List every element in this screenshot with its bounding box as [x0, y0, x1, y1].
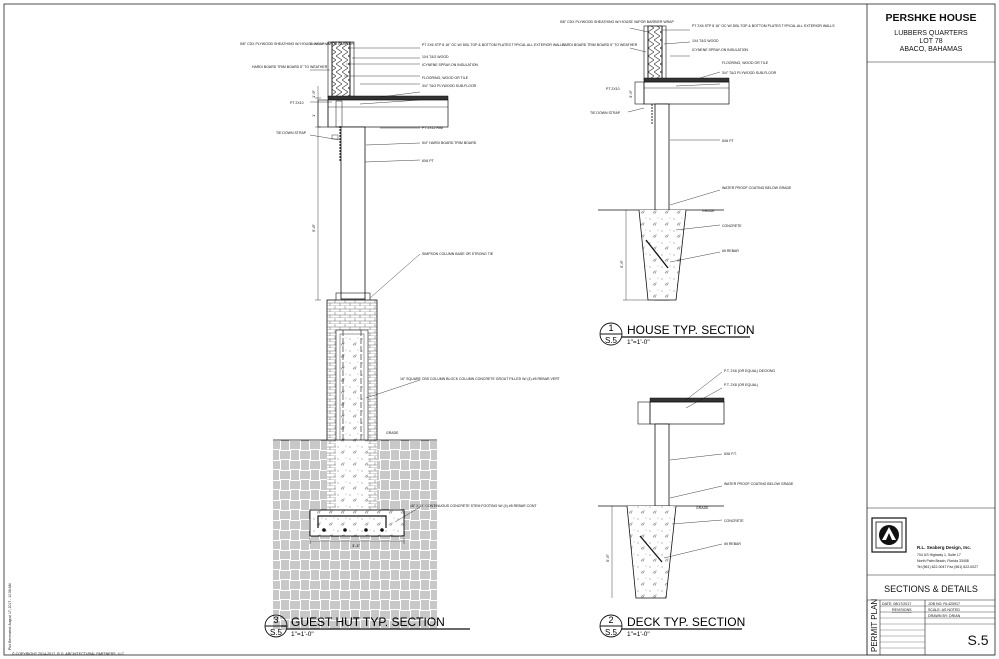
revisions-header: REVISIONS — [892, 608, 912, 612]
copyright: © COPYRIGHT 2014-2017, R.G. ARCHITECTURA… — [12, 652, 125, 656]
guest-note: ICYNENE SPRAY-ON INSULATION — [422, 63, 478, 67]
deck-note: WATER PROOF COATING BELOW GRADE — [724, 482, 794, 486]
guest-section-num: 3 — [273, 615, 278, 625]
dim-guest-b: 1' — [311, 114, 316, 117]
house-note: HARDI BOARD TRIM BOARD 5" TO WEATHER — [562, 43, 638, 47]
project-title: PERSHKE HOUSE — [885, 12, 976, 24]
title-bubble-guest — [264, 614, 470, 638]
dim-guest-footing: 3'-4" — [352, 543, 361, 548]
firm-phone: Tel (561) 622-0047 Fax (561) 622-0027 — [917, 565, 978, 569]
house-section-sheet: S.5 — [605, 336, 618, 345]
house-note: GRADE — [702, 209, 715, 213]
drawn-by: DRAWN BY: DRIAN — [928, 614, 961, 618]
house-section-num: 1 — [608, 323, 613, 333]
guest-note: 1X4 T&G WOOD — [422, 55, 449, 59]
dim-house-pile: 5'-6" — [619, 259, 624, 268]
guest-hut-section — [273, 41, 449, 630]
guest-note: 48" X 12" CONTINUOUS CONCRETE STEM FOOTI… — [410, 504, 537, 508]
dim-guest-a: 1'-9" — [311, 89, 316, 98]
guest-note: PT 2X12 RIM — [422, 126, 443, 130]
guest-note: FLOORING, WOOD OR TILE — [422, 76, 469, 80]
deck-section-title: DECK TYP. SECTION — [627, 615, 745, 629]
house-note: WATER PROOF COATING BELOW GRADE — [722, 186, 792, 190]
firm-address: 704 US Highway 1, Suite 17 — [917, 553, 961, 557]
location-line: LOT 78 — [919, 38, 942, 45]
guest-note: GRADE — [386, 431, 399, 435]
guest-note: 6X6 PT — [422, 159, 435, 163]
firm-logo — [871, 517, 907, 553]
scale-field: SCALE: AS NOTED — [928, 608, 960, 612]
house-note: FLOORING, WOOD OR TILE — [722, 61, 769, 65]
house-note: 5/8" CDX PLYWOOD SHEATHING W/ HOUSE VAPO… — [560, 20, 675, 24]
guest-note: PT 2X10 — [290, 101, 304, 105]
dim-deck-pile: 5'-6" — [605, 553, 610, 562]
deck-section — [598, 371, 725, 599]
location-line: LUBBERS QUARTERS — [894, 30, 968, 37]
guest-note: SIMPSON COLUMN BASE OR STRONG TIE — [422, 252, 494, 256]
guest-note: 16" SQUARE CBS COLUMN BLOCK COLUMN CONCR… — [400, 377, 561, 381]
deck-note: P.T. 2X6 (OR EQUAL) DECKING — [724, 369, 775, 373]
deck-note: CONCRETE — [724, 519, 744, 523]
guest-note: TIE DOWN STRAP — [276, 131, 307, 135]
sheet-title: SECTIONS & DETAILS — [884, 584, 978, 594]
house-note: PT 2X10 — [606, 87, 620, 91]
deck-section-scale: 1"=1'-0" — [627, 631, 650, 638]
date-field: DATE: 08/17/2017 — [882, 602, 911, 606]
guest-note: 5/8" CDX PLYWOOD SHEATHING W/ HOUSE WRAP… — [240, 42, 354, 46]
house-note: 3/4" T&G PLYWOOD SUB-FLOOR — [722, 71, 777, 75]
sheet-number: S.5 — [967, 632, 988, 648]
guest-note: 3/4" T&G PLYWOOD SUB-FLOOR — [422, 84, 477, 88]
guest-section-scale: 1"=1'-0" — [291, 631, 314, 638]
job-no: JOB NO: RL420917 — [928, 602, 960, 606]
deck-note: #5 REBAR — [724, 542, 741, 546]
guest-section-title: GUEST HUT TYP. SECTION — [291, 615, 445, 629]
house-note: CONCRETE — [722, 224, 742, 228]
deck-note: GRADE — [696, 506, 709, 510]
deck-section-sheet: S.5 — [605, 628, 618, 637]
firm-name: R.L. Seaberg Design, Inc. — [917, 545, 971, 550]
deck-section-num: 2 — [608, 615, 613, 625]
deck-note: 6X6 P.T. — [724, 452, 737, 456]
house-section-title: HOUSE TYP. SECTION — [627, 323, 755, 337]
location-line: ABACO, BAHAMAS — [900, 46, 963, 53]
deck-note: P.T. 2X8 (OR EQUAL) — [724, 383, 758, 387]
sheet-border — [3, 3, 996, 656]
permit-plan-label: PERMIT PLAN — [870, 599, 879, 652]
plot-stamp: Plot Generated: August 17, 2017 - 10:36 … — [8, 583, 12, 650]
house-note: #5 REBAR — [722, 249, 739, 253]
guest-note: PT 2X6 STP 8 16" OC W/ DBL TOP & BOTTOM … — [422, 43, 565, 47]
guest-note: HARDI BOARD TRIM BOARD 5" TO WEATHER — [252, 65, 328, 69]
title-bubble-deck — [599, 614, 742, 638]
house-note: 6X6 PT — [722, 139, 735, 143]
dim-house-a: 3'-9" — [628, 89, 633, 98]
firm-address: North Palm Beach, Florida 33408 — [917, 559, 969, 563]
guest-note: 5/4" HARDI BOARD TRIM BOARD — [422, 141, 477, 145]
house-section-scale: 1"=1'-0" — [627, 339, 650, 346]
guest-section-sheet: S.5 — [270, 628, 283, 637]
title-bubble-house — [599, 322, 750, 346]
house-section — [598, 25, 730, 301]
dim-guest-post: 9'-8" — [311, 223, 316, 232]
house-note: TIE DOWN STRAP — [590, 111, 621, 115]
house-note: PT 2X6 STP 8 16" OC W/ DBL TOP & BOTTOM … — [692, 24, 835, 28]
house-note: ICYNENE SPRAY-ON INSULATION — [692, 48, 748, 52]
house-note: 1X4 T&G WOOD — [692, 39, 719, 43]
